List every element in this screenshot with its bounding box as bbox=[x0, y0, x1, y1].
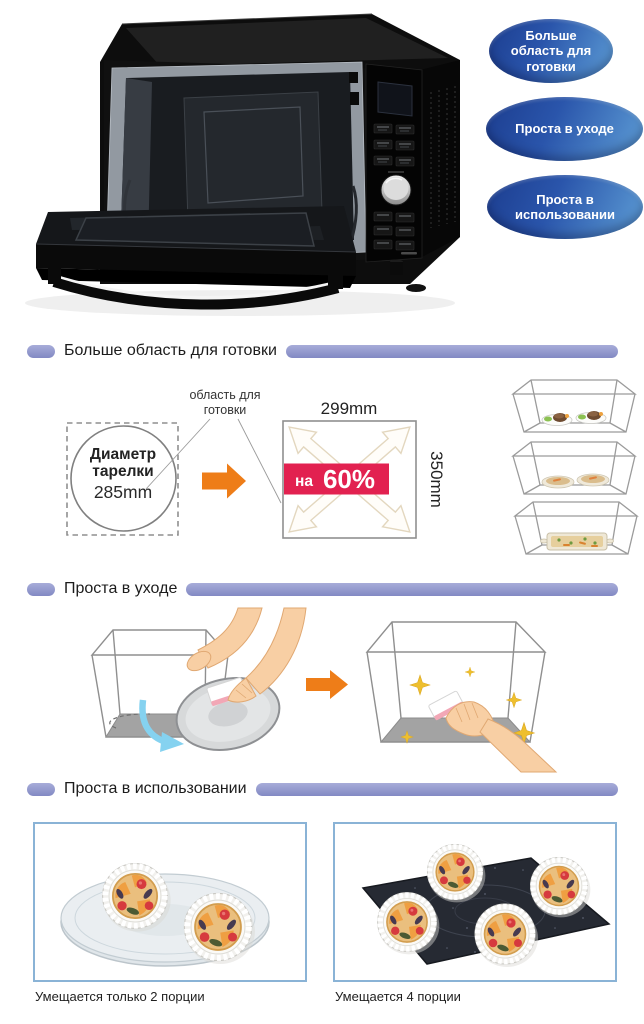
plate-label-line1: Диаметр bbox=[90, 446, 156, 463]
height-dimension-label: 350mm bbox=[427, 451, 446, 508]
feature-badge-label: Проста в использовании bbox=[515, 191, 615, 223]
display-screen bbox=[377, 81, 413, 117]
transition-arrow-icon bbox=[202, 463, 246, 499]
section-title: Проста в уходе bbox=[64, 580, 178, 597]
cooking-area-diagram: Диаметр тарелки 285mm область для готовк… bbox=[66, 379, 638, 555]
plate-washing bbox=[175, 607, 307, 751]
arm-left bbox=[197, 607, 263, 669]
plate-diameter-value: 285mm bbox=[94, 482, 152, 502]
panel-stub bbox=[390, 262, 403, 275]
cavity-example-meat-plates bbox=[512, 379, 636, 433]
feature-badge-easy-care: Проста в уходе bbox=[486, 97, 643, 161]
feature-badge-label: Больше область для готовки bbox=[510, 27, 592, 74]
header-bar bbox=[255, 782, 618, 796]
photo-four-portions bbox=[333, 822, 617, 982]
tart bbox=[531, 858, 591, 918]
cavity-example-casserole bbox=[514, 501, 638, 555]
finger-lines bbox=[235, 683, 253, 699]
area-callout-line2: готовки bbox=[204, 403, 247, 417]
plate-label-line2: тарелки bbox=[92, 463, 153, 480]
section-header-easy-use: Проста в использовании bbox=[27, 780, 618, 797]
four-portions-illustration bbox=[361, 824, 611, 980]
door-latch-lower bbox=[350, 92, 359, 105]
hand-holding-plate bbox=[186, 650, 212, 672]
tart bbox=[427, 844, 485, 902]
header-bar bbox=[285, 344, 618, 358]
section-header-easy-care: Проста в уходе bbox=[27, 580, 618, 597]
dial-knob bbox=[380, 174, 412, 206]
wiping-arm bbox=[479, 718, 558, 773]
arm-right bbox=[245, 607, 307, 695]
microwave-illustration bbox=[25, 13, 460, 316]
increase-badge: на 60% bbox=[284, 463, 389, 495]
increase-value: 60% bbox=[323, 464, 375, 494]
clean-cavity bbox=[365, 621, 558, 773]
door-window bbox=[74, 212, 315, 247]
hand-on-sponge bbox=[227, 677, 257, 703]
header-pill bbox=[27, 782, 55, 796]
plate-outline-dashed bbox=[109, 713, 151, 729]
finger-lines bbox=[455, 702, 479, 723]
door-handle bbox=[52, 277, 340, 310]
feature-badge-easy-use: Проста в использовании bbox=[487, 175, 643, 239]
section-title: Больше область для готовки bbox=[64, 342, 277, 359]
header-pill bbox=[27, 344, 55, 358]
width-dimension-label: 299mm bbox=[321, 399, 378, 418]
remove-arrow-head bbox=[160, 732, 184, 752]
transition-arrow-icon bbox=[306, 670, 348, 699]
two-portions-illustration bbox=[60, 824, 270, 980]
control-panel bbox=[365, 63, 423, 275]
caption-four-portions: Умещается 4 порции bbox=[335, 989, 461, 1004]
feature-badge-cooking-area: Больше область для готовки bbox=[489, 19, 613, 83]
header-bar bbox=[186, 582, 618, 596]
area-callout-line1: область для bbox=[189, 388, 260, 402]
easy-care-illustration bbox=[90, 607, 558, 773]
open-door bbox=[35, 206, 357, 310]
increase-prefix: на bbox=[295, 473, 313, 490]
section-header-cooking-area: Больше область для готовки bbox=[27, 342, 618, 359]
upper-buttons bbox=[373, 123, 415, 167]
header-pill bbox=[27, 582, 55, 596]
callout-leader-lines bbox=[145, 418, 282, 504]
door-latch-upper bbox=[349, 72, 358, 83]
plate-circle bbox=[70, 425, 177, 532]
lower-buttons bbox=[373, 211, 415, 251]
caption-two-portions: Умещается только 2 порции bbox=[35, 989, 205, 1004]
feature-badge-label: Проста в уходе bbox=[515, 121, 614, 137]
section-title: Проста в использовании bbox=[64, 780, 247, 797]
model-mark bbox=[401, 252, 417, 255]
photo-two-portions bbox=[33, 822, 307, 982]
cavity-example-fish-plates bbox=[512, 441, 636, 495]
